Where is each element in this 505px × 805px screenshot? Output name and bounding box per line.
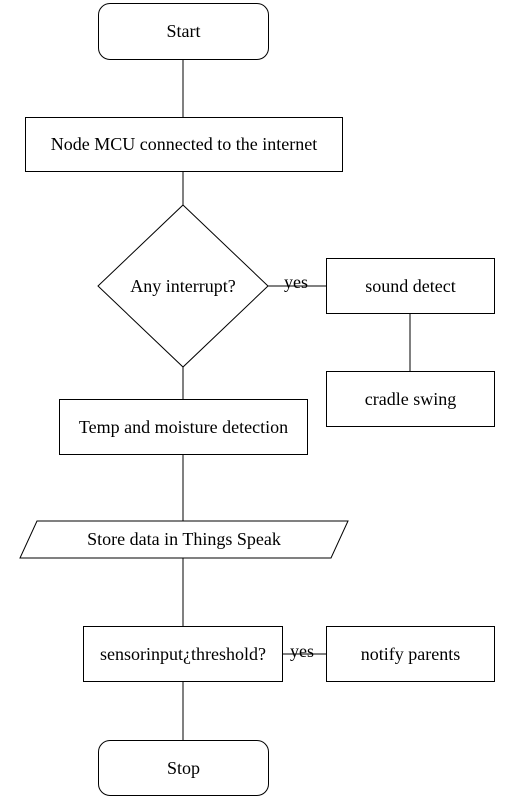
notify-parents-box: notify parents (326, 626, 495, 682)
cradle-swing-box: cradle swing (326, 371, 495, 427)
sound-detect-label: sound detect (365, 275, 456, 296)
notify-parents-label: notify parents (360, 643, 461, 664)
temp-detection-label: Temp and moisture detection (78, 416, 289, 437)
cradle-swing-label: cradle swing (364, 388, 457, 409)
store-data-label: Store data in Things Speak (87, 529, 281, 549)
start-label: Start (166, 21, 201, 41)
start-terminal: Start (98, 3, 269, 60)
store-data-parallelogram (19, 520, 349, 559)
connect-process-box: Node MCU connected to the internet (25, 117, 343, 172)
threshold-yes-label: yes (290, 641, 314, 661)
temp-detection-box: Temp and moisture detection (59, 399, 308, 455)
threshold-box: sensorinput¿threshold? (83, 626, 283, 682)
interrupt-yes-label: yes (284, 272, 308, 292)
interrupt-decision-diamond (97, 204, 269, 368)
interrupt-decision-label: Any interrupt? (130, 275, 236, 296)
connect-label: Node MCU connected to the internet (50, 134, 318, 154)
threshold-label: sensorinput¿threshold? (100, 643, 266, 664)
stop-label: Stop (166, 757, 200, 778)
stop-terminal: Stop (98, 740, 269, 796)
sound-detect-box: sound detect (326, 258, 495, 314)
